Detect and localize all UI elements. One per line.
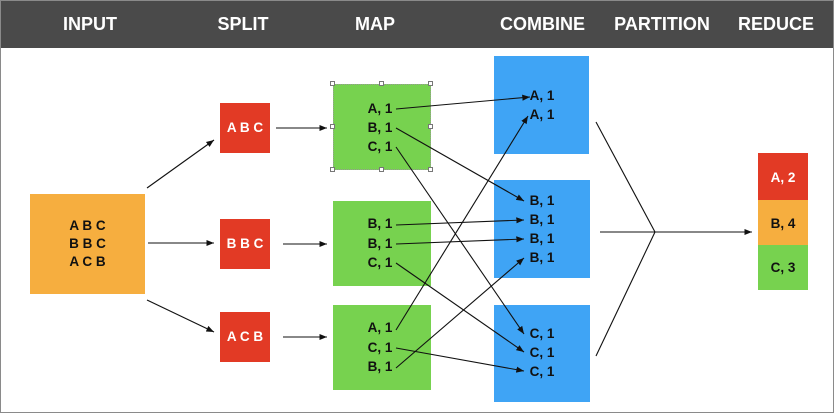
header-split: SPLIT <box>217 14 269 34</box>
map-pair: C, 1 <box>367 255 393 270</box>
split-label: A C B <box>226 329 264 344</box>
reduce-block <box>758 200 808 245</box>
combine-pair: B, 1 <box>529 212 555 227</box>
reduce-result: B, 4 <box>770 216 796 231</box>
combine-pair: A, 1 <box>529 107 555 122</box>
map-block <box>333 84 431 170</box>
combine-pair: C, 1 <box>529 345 555 360</box>
split-block <box>220 312 270 362</box>
combine-pair: B, 1 <box>529 193 555 208</box>
combine-pair: A, 1 <box>529 88 555 103</box>
reduce-block <box>758 245 808 290</box>
map-pair: B, 1 <box>367 120 393 135</box>
header-map: MAP <box>355 14 395 34</box>
input-line: A C B <box>69 254 106 269</box>
header-partition: PARTITION <box>614 14 710 34</box>
map-pair: A, 1 <box>367 101 393 116</box>
arrow-map-combine <box>395 236 525 245</box>
partition-line <box>595 121 656 233</box>
map-pair: B, 1 <box>367 359 393 374</box>
arrow-map-combine <box>395 262 525 353</box>
combine-pair: B, 1 <box>529 231 555 246</box>
reduce-block <box>758 153 808 200</box>
resize-handle[interactable] <box>330 167 335 172</box>
header-combine: COMBINE <box>500 14 585 34</box>
combine-pair: C, 1 <box>529 364 555 379</box>
combine-block <box>494 56 589 154</box>
combine-pair: B, 1 <box>529 250 555 265</box>
combine-block <box>494 180 590 278</box>
arrow-map-combine <box>395 115 529 331</box>
arrow-map-combine <box>395 347 525 373</box>
input-line: A B C <box>69 218 106 233</box>
split-label: A B C <box>226 120 264 135</box>
input-line: B B C <box>69 236 106 251</box>
arrow-map-combine <box>395 94 531 110</box>
split-block <box>220 219 270 269</box>
reduce-result: C, 3 <box>770 260 796 275</box>
resize-handle[interactable] <box>330 81 335 86</box>
map-block <box>333 305 431 390</box>
map-pair: A, 1 <box>367 320 393 335</box>
header-reduce: REDUCE <box>737 14 814 34</box>
input-block <box>30 194 145 294</box>
map-pair: B, 1 <box>367 236 393 251</box>
resize-handle[interactable] <box>379 167 384 172</box>
split-block <box>220 103 270 153</box>
resize-handle[interactable] <box>330 124 335 129</box>
resize-handle[interactable] <box>428 167 433 172</box>
arrow-map-combine <box>395 127 525 202</box>
resize-handle[interactable] <box>428 124 433 129</box>
map-pair: C, 1 <box>367 340 393 355</box>
arrow-map-combine <box>395 257 525 369</box>
combine-block <box>494 305 590 402</box>
arrow-map-combine <box>395 146 525 335</box>
combine-pair: C, 1 <box>529 326 555 341</box>
header-input: INPUT <box>63 14 117 34</box>
map-pair: C, 1 <box>367 139 393 154</box>
arrow-map-combine <box>395 217 525 226</box>
stage-header-bar <box>1 1 833 48</box>
resize-handle[interactable] <box>379 81 384 86</box>
map-pair: B, 1 <box>367 216 393 231</box>
reduce-result: A, 2 <box>770 170 796 185</box>
arrow-input-split <box>146 139 215 189</box>
split-label: B B C <box>226 236 264 251</box>
resize-handle[interactable] <box>428 81 433 86</box>
partition-line <box>595 231 656 357</box>
arrow-input-split <box>146 299 215 333</box>
